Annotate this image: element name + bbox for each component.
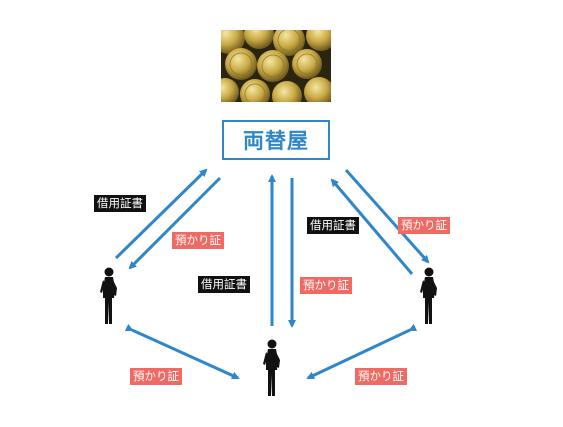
- arrow-exchange-to-right-person: [344, 169, 430, 264]
- person-silhouette-icon: [420, 267, 437, 324]
- exchange-house-box: 両替屋: [222, 120, 330, 160]
- deposit-receipt-label-bottom-right: 預かり証: [355, 368, 407, 385]
- arrow-right-center-double: [306, 323, 418, 380]
- exchange-house-label: 両替屋: [243, 129, 309, 153]
- arrow-exchange-to-left-person: [128, 176, 222, 270]
- person-silhouette-icon: [263, 339, 280, 396]
- deposit-receipt-label-right: 預かり証: [398, 217, 450, 234]
- deposit-receipt-label-left: 預かり証: [172, 232, 224, 249]
- iou-label-right: 借用証書: [307, 217, 359, 234]
- arrow-right-person-to-exchange: [330, 178, 414, 275]
- iou-label-center: 借用証書: [198, 276, 250, 293]
- deposit-receipt-label-bottom-left: 預かり証: [130, 368, 182, 385]
- iou-label-left: 借用証書: [94, 195, 146, 212]
- gold-coins-image: [221, 30, 331, 102]
- person-silhouette-icon: [100, 267, 117, 324]
- arrow-left-center-double: [124, 323, 240, 380]
- deposit-receipt-label-center: 預かり証: [300, 277, 352, 294]
- arrow-left-person-to-exchange: [114, 168, 208, 260]
